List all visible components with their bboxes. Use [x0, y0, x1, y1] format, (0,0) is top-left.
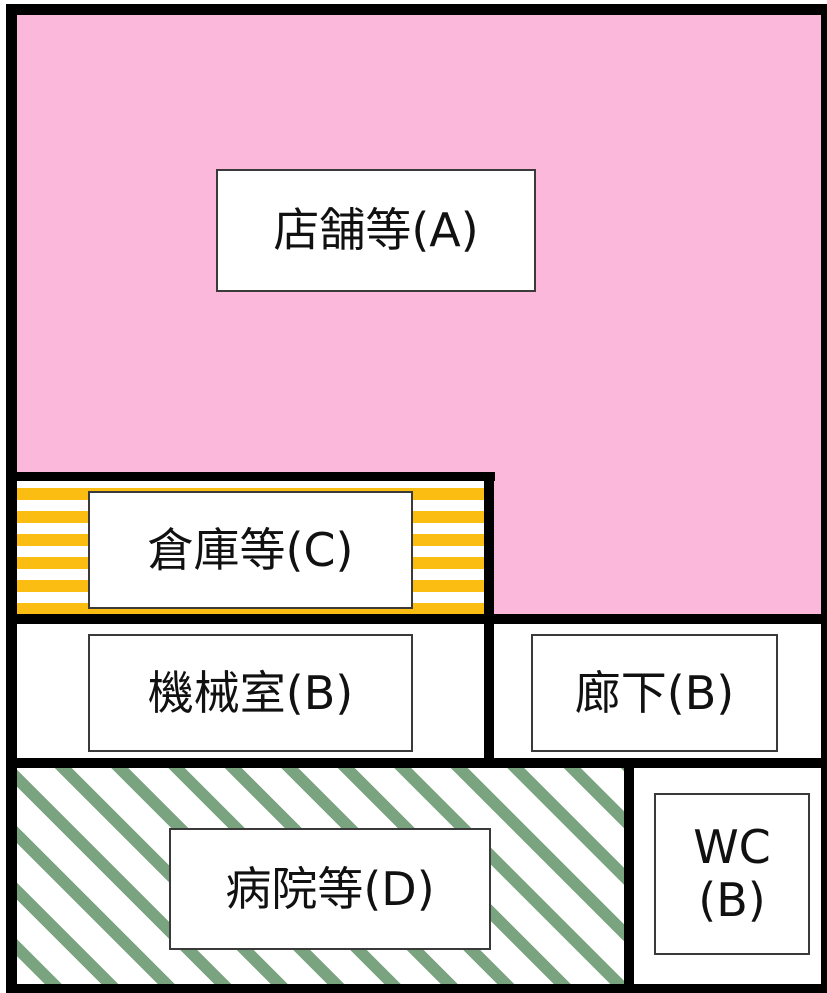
wc-label: WC (B) — [654, 793, 810, 955]
wall-left — [6, 4, 17, 993]
wall-middle-horizontal — [6, 614, 827, 624]
wall-warehouse-top — [6, 472, 495, 481]
wall-right — [821, 4, 827, 993]
warehouse-label: 倉庫等(C) — [88, 491, 413, 609]
wall-warehouse-right — [484, 472, 494, 624]
wall-bottom — [6, 984, 827, 993]
wall-hospital-wc — [624, 758, 634, 993]
wall-lower-horizontal — [6, 758, 827, 768]
store-area-extension — [490, 470, 827, 622]
corridor-label: 廊下(B) — [531, 634, 778, 752]
wc-label-line2: (B) — [698, 873, 766, 927]
store-label: 店舗等(A) — [216, 169, 536, 292]
wall-machine-corridor — [484, 614, 494, 766]
hospital-label: 病院等(D) — [169, 828, 491, 950]
machine-room-label: 機械室(B) — [88, 634, 413, 752]
wc-label-line1: WC — [693, 820, 771, 875]
wall-top — [6, 4, 827, 15]
